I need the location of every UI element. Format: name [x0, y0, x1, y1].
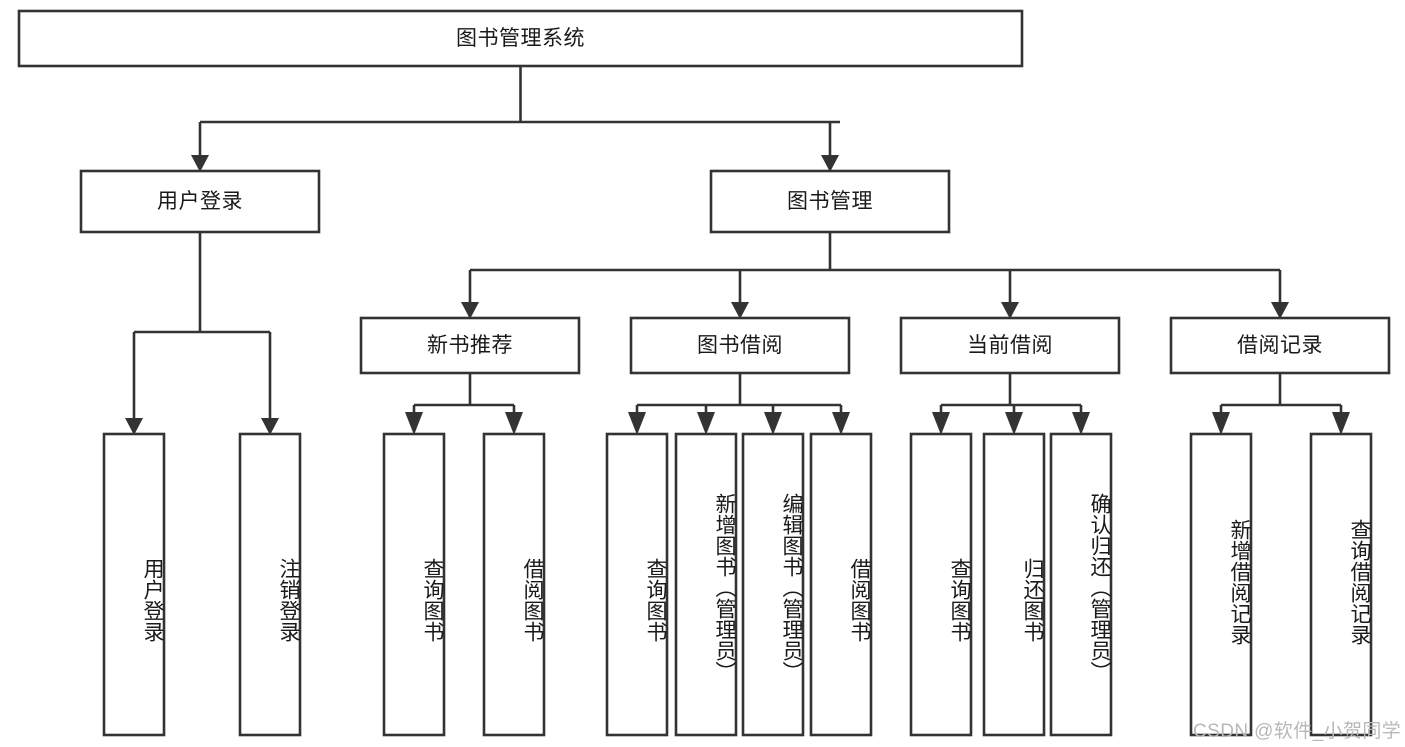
node-box-leaf-confirm-return-admin[interactable]	[1049, 432, 1113, 737]
arrow-to-leaf-query-borrow-record	[1332, 412, 1350, 435]
arrow-to-leaf-return-book	[1005, 412, 1023, 435]
node-box-book-manage[interactable]	[709, 169, 951, 234]
node-box-leaf-query-book-current[interactable]	[909, 432, 973, 737]
arrow-to-leaf-query-book-rec	[405, 412, 423, 435]
node-box-current-borrow[interactable]	[899, 316, 1121, 375]
arrow-to-leaf-confirm-return-admin	[1072, 412, 1090, 435]
arrow-to-borrow-record	[1271, 302, 1289, 319]
arrow-to-leaf-add-borrow-record	[1212, 412, 1230, 435]
arrow-to-leaf-edit-book-admin	[764, 412, 782, 435]
arrow-to-book-borrow	[731, 302, 749, 319]
arrow-to-user-login	[191, 155, 209, 172]
node-box-root[interactable]	[17, 9, 1024, 68]
node-box-leaf-logout-login[interactable]	[238, 432, 302, 737]
arrow-to-leaf-user-login	[125, 418, 143, 435]
node-box-borrow-record[interactable]	[1169, 316, 1391, 375]
node-box-leaf-query-borrow-record[interactable]	[1309, 432, 1373, 737]
node-box-leaf-query-book-rec[interactable]	[382, 432, 446, 737]
node-box-leaf-add-book-admin[interactable]	[674, 432, 738, 737]
node-box-leaf-borrow-book-rec[interactable]	[482, 432, 546, 737]
arrow-to-leaf-logout-login	[261, 418, 279, 435]
arrow-to-leaf-query-book-current	[932, 412, 950, 435]
arrow-to-leaf-add-book-admin	[697, 412, 715, 435]
node-box-book-borrow[interactable]	[629, 316, 851, 375]
csdn-watermark: CSDN @软件_小贺同学	[1193, 721, 1402, 742]
node-box-leaf-add-borrow-record[interactable]	[1189, 432, 1253, 737]
arrow-to-book-manage	[821, 155, 839, 172]
arrow-to-new-book-recommend	[461, 302, 479, 319]
arrow-to-leaf-query-book-borrow	[628, 412, 646, 435]
node-box-leaf-edit-book-admin[interactable]	[741, 432, 805, 737]
arrow-to-leaf-borrow-book-rec	[505, 412, 523, 435]
connector-layer	[125, 66, 1350, 435]
node-box-leaf-borrow-book[interactable]	[809, 432, 873, 737]
node-box-leaf-return-book[interactable]	[982, 432, 1046, 737]
arrow-to-leaf-borrow-book	[832, 412, 850, 435]
node-box-leaf-user-login[interactable]	[102, 432, 166, 737]
arrow-to-current-borrow	[1001, 302, 1019, 319]
node-box-layer	[17, 9, 1391, 737]
node-box-leaf-query-book-borrow[interactable]	[605, 432, 669, 737]
node-box-user-login[interactable]	[79, 169, 321, 234]
node-box-new-book-recommend[interactable]	[359, 316, 581, 375]
